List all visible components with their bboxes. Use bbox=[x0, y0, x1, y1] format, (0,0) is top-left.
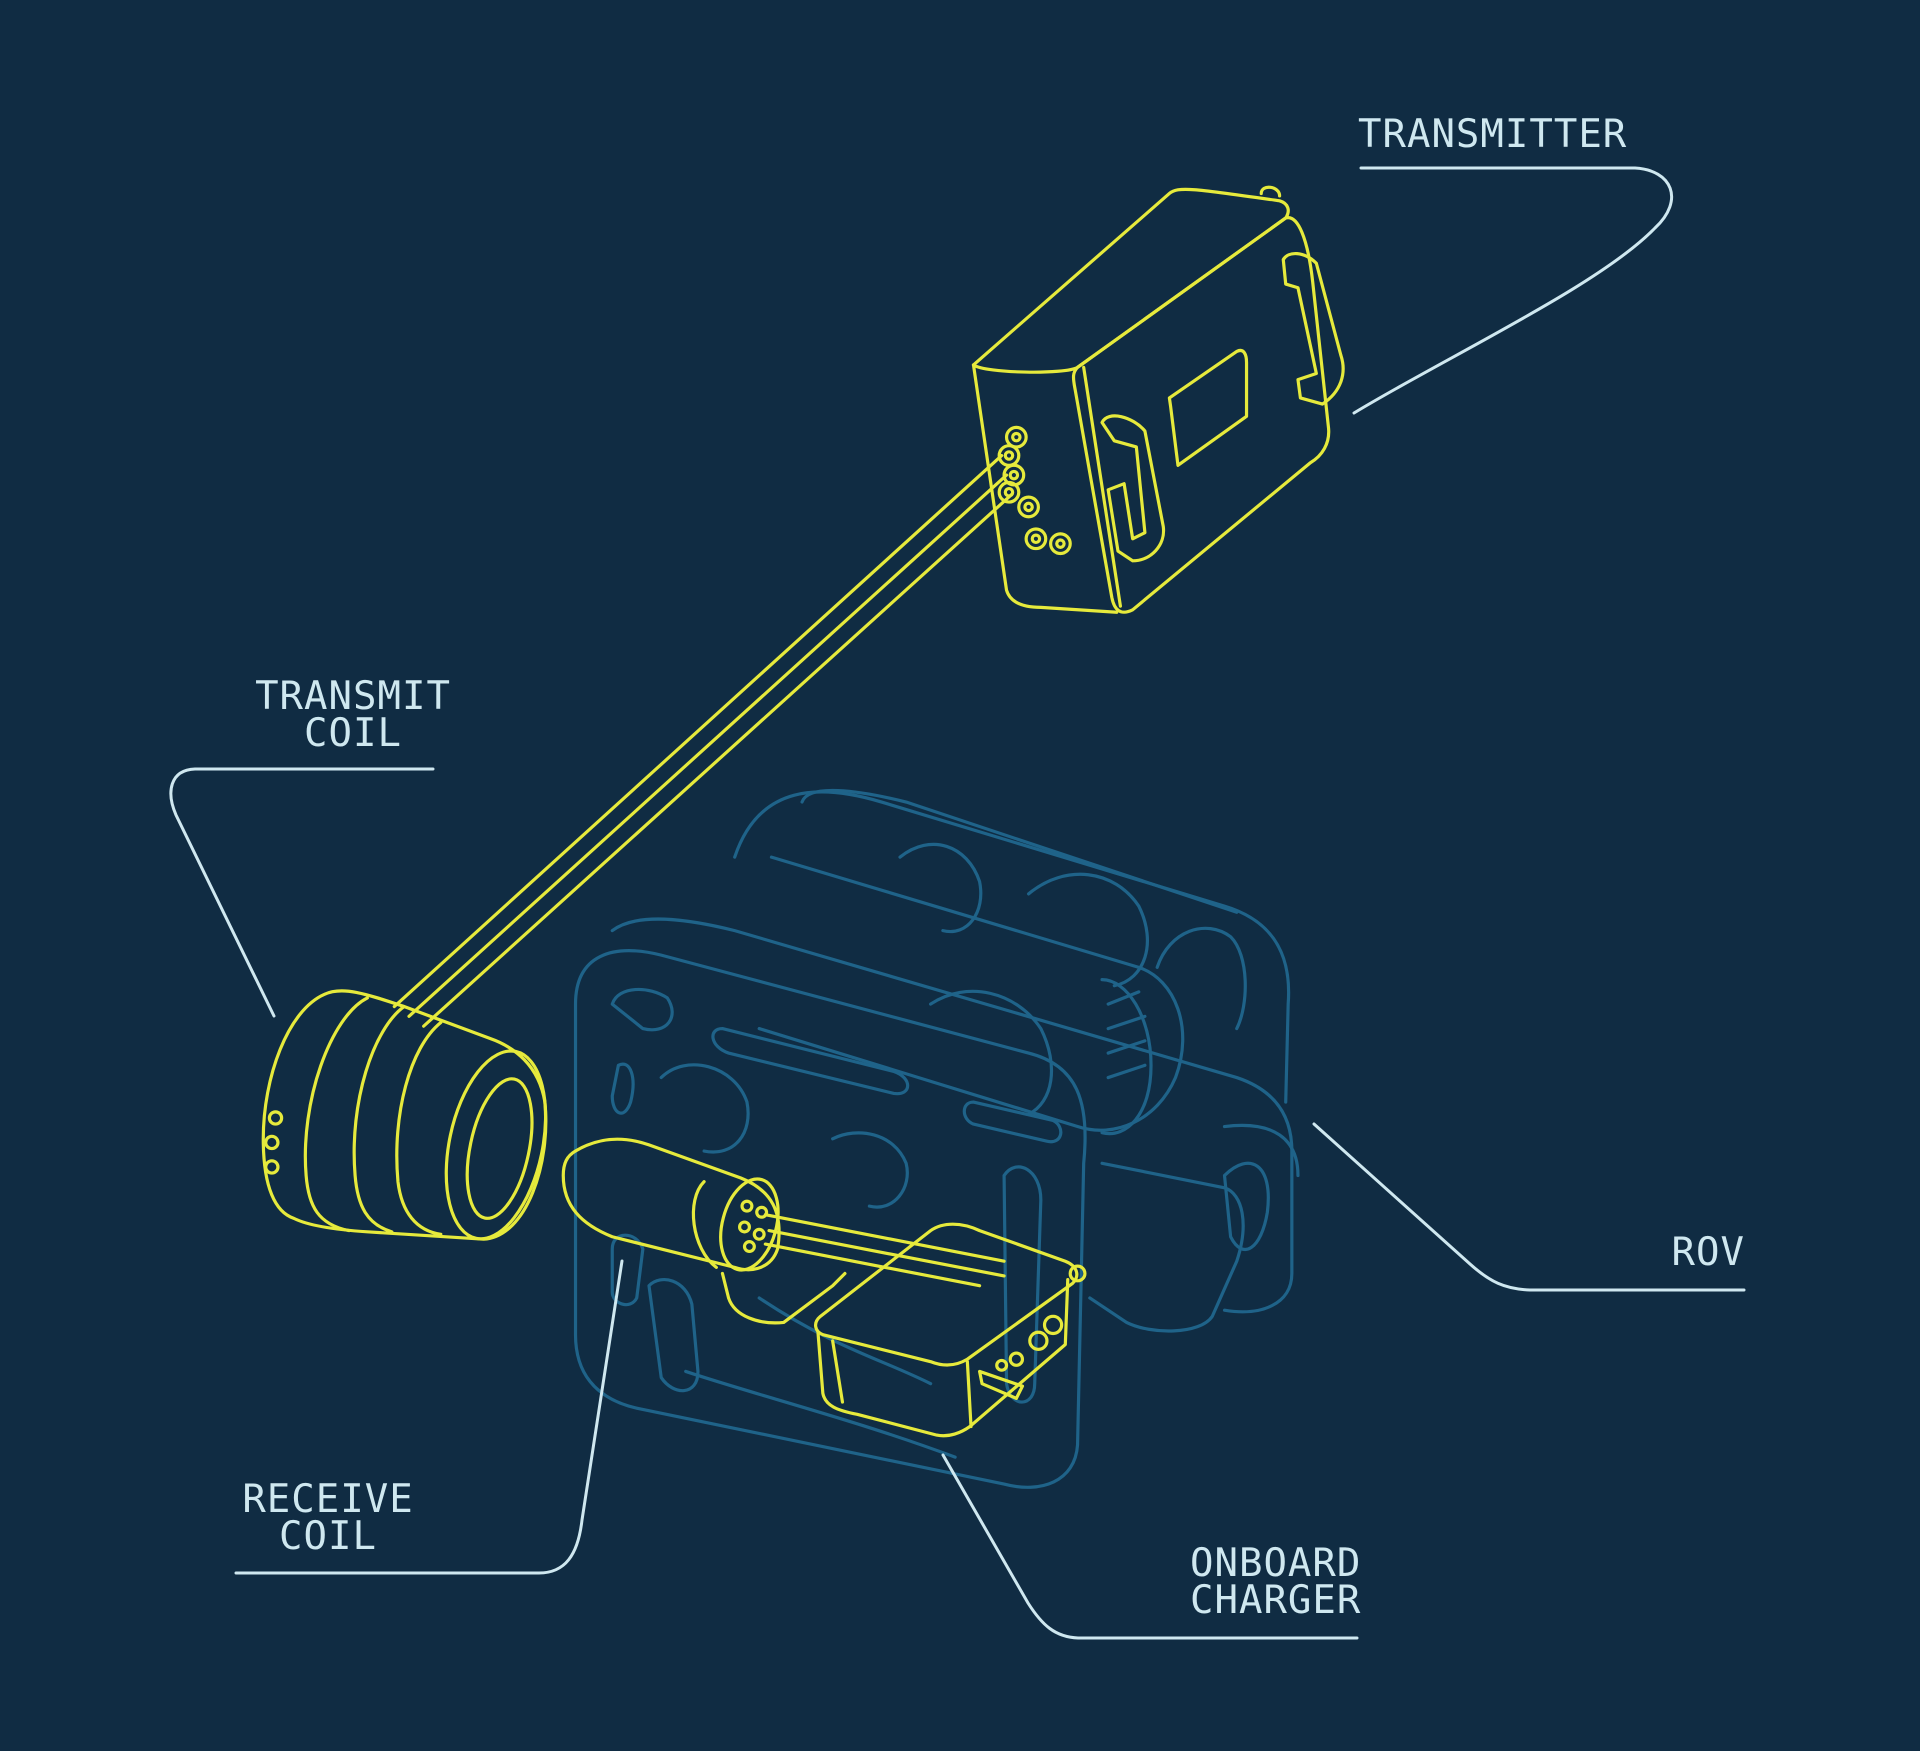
label-transmit-coil-line2: COIL bbox=[304, 711, 402, 756]
label-rov: ROV bbox=[1672, 1230, 1745, 1275]
receive-coil-leader bbox=[234, 1259, 624, 1575]
label-receive-coil-line2: COIL bbox=[279, 1514, 377, 1559]
receive-coil-drawing bbox=[561, 1137, 1006, 1325]
onboard-charger-leader bbox=[941, 1453, 1359, 1640]
rov-leader bbox=[1312, 1122, 1746, 1292]
label-receive-coil-line1: RECEIVE bbox=[242, 1477, 413, 1522]
label-onboard-charger-line1: ONBOARD bbox=[1190, 1541, 1361, 1586]
transmit-coil-drawing bbox=[261, 989, 548, 1241]
label-onboard-charger-line2: CHARGER bbox=[1190, 1578, 1361, 1623]
transmitter-drawing bbox=[971, 185, 1345, 614]
transmitter-leader bbox=[1352, 166, 1674, 415]
label-transmitter: TRANSMITTER bbox=[1358, 112, 1627, 157]
rov-drawing bbox=[573, 788, 1300, 1489]
transmit-coil-leader bbox=[169, 767, 435, 1018]
label-transmit-coil-line1: TRANSMIT bbox=[255, 674, 451, 719]
cable bbox=[392, 453, 1014, 1028]
onboard-charger-drawing bbox=[814, 1222, 1087, 1438]
